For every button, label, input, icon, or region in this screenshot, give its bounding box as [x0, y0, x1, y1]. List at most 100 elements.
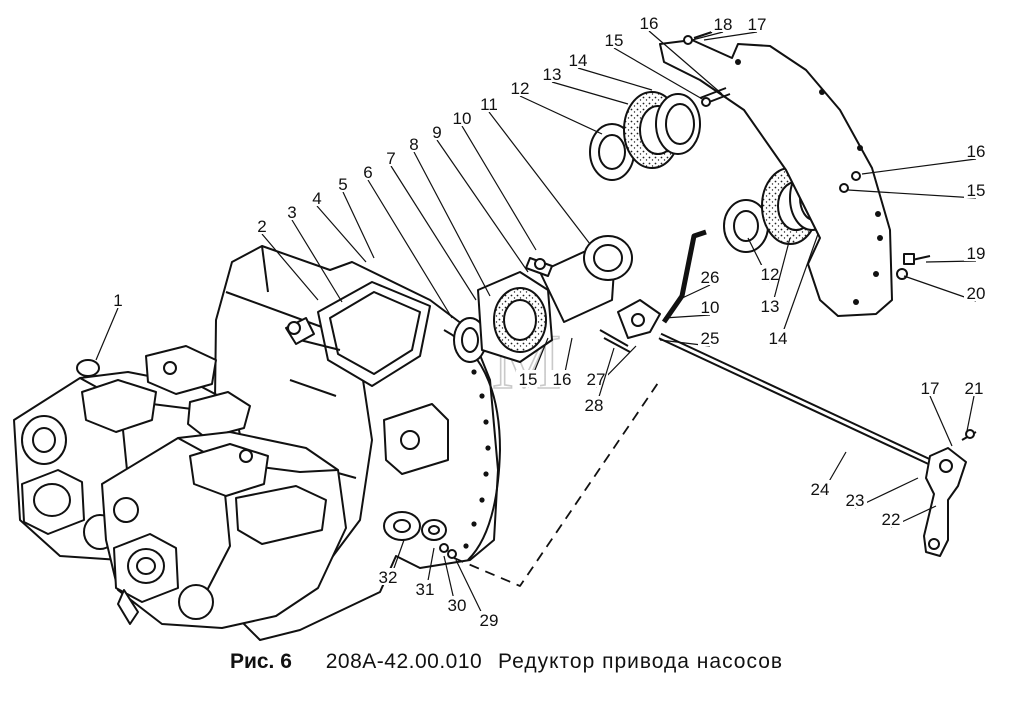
lever-arm [923, 447, 967, 557]
callout-label-c15: 15 [605, 31, 624, 50]
callout-bg-c11 [477, 95, 501, 112]
callout-leader-c4 [316, 205, 367, 263]
callout-leader-c15 [613, 47, 705, 101]
callout-bg-c5 [336, 175, 350, 192]
callout-label-c12: 12 [511, 79, 530, 98]
callout-leader-c8 [413, 151, 491, 297]
callout-bg-c17b [918, 379, 942, 396]
callout-bg-c27 [584, 370, 608, 387]
callout-leader-c16b [861, 158, 977, 175]
callout-bg-c8 [407, 135, 421, 152]
callout-label-c1: 1 [113, 291, 122, 310]
callout-label-c26: 26 [701, 268, 720, 287]
callout-bg-c18 [711, 15, 735, 32]
callout-bg-c22 [879, 510, 903, 527]
callout-label-c31: 31 [416, 580, 435, 599]
callout-bg-c4 [310, 189, 324, 206]
callout-bg-c10 [450, 109, 474, 126]
callout-bg-c29 [477, 611, 501, 628]
callout-leader-c10 [461, 125, 537, 251]
callout-label-c19: 19 [967, 244, 986, 263]
callout-label-c16c: 16 [553, 370, 572, 389]
callout-leader-c19 [925, 260, 977, 263]
callout-label-c3: 3 [287, 203, 296, 222]
callout-leader-c14 [577, 67, 653, 91]
callout-leader-c26 [677, 284, 711, 301]
callout-bg-c14b [766, 329, 790, 346]
callout-bg-c20 [964, 284, 988, 301]
callout-bg-c21 [962, 379, 986, 396]
callout-label-c17: 17 [748, 15, 767, 34]
callout-bg-c9 [430, 123, 444, 140]
callout-bg-c16c [550, 370, 574, 387]
callout-leader-c10b [663, 314, 711, 319]
callout-leader-c1 [95, 307, 119, 361]
callout-label-c20: 20 [967, 284, 986, 303]
callout-bg-c14 [566, 51, 590, 68]
callout-label-c7: 7 [386, 149, 395, 168]
figure-title: Редуктор привода насосов [498, 650, 784, 673]
callout-leader-c2 [261, 233, 319, 301]
callout-bg-c13 [540, 65, 564, 82]
callout-leader-c18 [691, 31, 724, 41]
callout-label-c8: 8 [409, 135, 418, 154]
callout-bg-c24 [808, 480, 832, 497]
callout-bg-c7 [384, 149, 398, 166]
callout-label-c12b: 12 [761, 265, 780, 284]
callout-bg-c15b [964, 181, 988, 198]
callout-leader-c14b [777, 233, 819, 347]
callout-bg-c10b [698, 298, 722, 315]
callout-label-c5: 5 [338, 175, 347, 194]
callout-label-c32: 32 [379, 568, 398, 587]
callout-label-c17b: 17 [921, 379, 940, 398]
callout-label-c30: 30 [448, 596, 467, 615]
callout-label-c16b: 16 [967, 142, 986, 161]
callout-bg-c28 [582, 396, 606, 413]
callout-label-c10: 10 [453, 109, 472, 128]
callout-leader-c11 [488, 111, 591, 245]
callout-label-c14: 14 [569, 51, 588, 70]
callout-label-c6: 6 [363, 163, 372, 182]
bearing-pack-upper [589, 91, 701, 181]
callout-label-c13b: 13 [761, 297, 780, 316]
callout-leader-c12 [519, 95, 603, 135]
callout-label-c9: 9 [432, 123, 441, 142]
callout-label-c22: 22 [882, 510, 901, 529]
callout-leader-c5 [342, 191, 375, 259]
callout-bg-c17 [745, 15, 769, 32]
cover-plate [659, 39, 893, 317]
callout-bg-c15 [602, 31, 626, 48]
callout-label-c11: 11 [480, 95, 498, 114]
callout-label-c16: 16 [640, 14, 659, 33]
callout-bg-c3 [285, 203, 299, 220]
lower-pump [101, 431, 347, 629]
callout-bg-c30 [445, 596, 469, 613]
fasteners [683, 31, 977, 441]
callout-bg-c13b [758, 297, 782, 314]
callout-bg-c16 [637, 14, 661, 31]
callout-label-c14b: 14 [769, 329, 788, 348]
figure-label: Рис. 6 [229, 650, 292, 673]
callout-bg-c25 [698, 329, 722, 346]
figure-caption: Рис. 6 208А-42.00.010 Редуктор привода н… [0, 650, 1013, 674]
callout-leader-c9 [436, 139, 529, 273]
callout-leader-c16 [648, 30, 723, 95]
shaft-assembly [453, 235, 633, 363]
callout-bg-c1 [111, 291, 125, 308]
callout-bg-c12 [508, 79, 532, 96]
callout-label-c23: 23 [846, 491, 865, 510]
callout-bg-c15c [516, 370, 540, 387]
washer-set [421, 519, 457, 559]
o-ring-1 [76, 359, 100, 377]
callout-bg-c23 [843, 491, 867, 508]
callout-leader-c7 [390, 165, 477, 301]
assembly-line [453, 379, 661, 587]
callout-label-c24: 24 [811, 480, 830, 499]
callout-leader-c21 [965, 395, 975, 437]
callout-bg-c26 [698, 268, 722, 285]
callout-label-c13: 13 [543, 65, 562, 84]
callout-leader-c3 [291, 219, 343, 303]
callout-label-c25: 25 [701, 329, 720, 348]
